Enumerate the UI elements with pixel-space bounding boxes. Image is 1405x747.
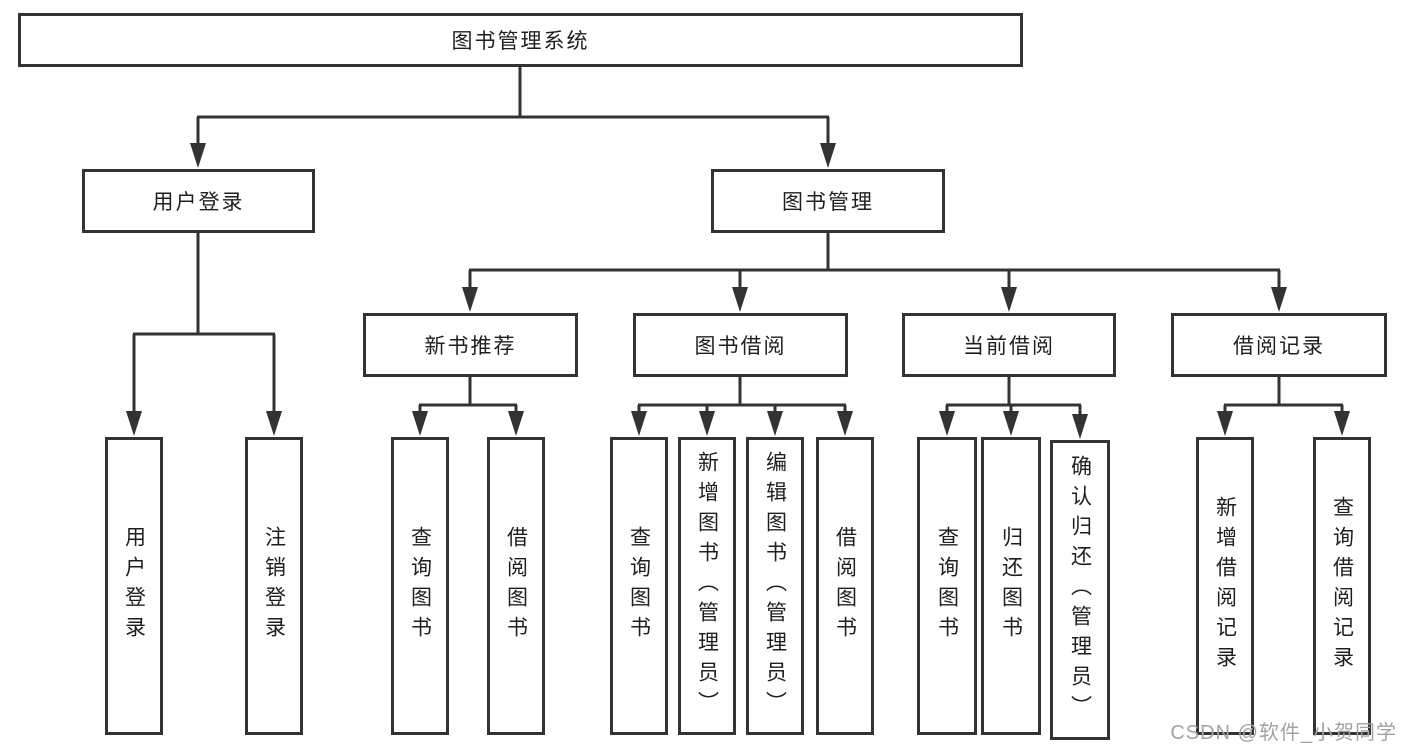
leaf-query-books-2: 查询图书 xyxy=(610,437,668,735)
leaf-confirm-return-admin: 确认归还（管理员） xyxy=(1050,440,1110,740)
arrow-down-icon xyxy=(1217,411,1233,436)
arrow-down-icon xyxy=(837,411,853,436)
connector-book-management xyxy=(468,233,1281,290)
arrow-down-icon xyxy=(1334,411,1350,436)
node-new-book-recommend: 新书推荐 xyxy=(363,313,578,377)
arrow-down-icon xyxy=(508,411,524,436)
leaf-logout: 注销登录 xyxy=(245,437,303,735)
connector-user-login xyxy=(132,233,276,414)
leaf-label: 归还图书 xyxy=(999,526,1023,646)
leaf-label: 查询图书 xyxy=(408,526,432,646)
leaf-user-login: 用户登录 xyxy=(105,437,163,735)
leaf-borrow-books-1: 借阅图书 xyxy=(487,437,545,735)
connector-root xyxy=(196,67,830,146)
leaf-query-books-1: 查询图书 xyxy=(391,437,449,735)
arrow-down-icon xyxy=(699,411,715,436)
arrow-down-icon xyxy=(1001,287,1017,312)
leaf-label: 确认归还（管理员） xyxy=(1068,455,1092,725)
leaf-edit-books-admin: 编辑图书（管理员） xyxy=(746,437,804,735)
leaf-query-books-3: 查询图书 xyxy=(917,437,977,735)
connector-book-borrow xyxy=(637,377,847,414)
arrow-down-icon xyxy=(1271,287,1287,312)
arrow-down-icon xyxy=(767,411,783,436)
arrow-down-icon xyxy=(1003,411,1019,436)
node-borrow-records: 借阅记录 xyxy=(1171,313,1387,377)
arrow-down-icon xyxy=(732,287,748,312)
leaf-label: 查询图书 xyxy=(935,526,959,646)
leaf-add-borrow-record: 新增借阅记录 xyxy=(1196,437,1254,735)
node-root: 图书管理系统 xyxy=(18,13,1023,67)
leaf-label: 查询借阅记录 xyxy=(1330,496,1354,676)
leaf-label: 新增借阅记录 xyxy=(1213,496,1237,676)
node-user-login: 用户登录 xyxy=(82,169,315,233)
arrow-down-icon xyxy=(631,411,647,436)
connector-borrow-records xyxy=(1223,377,1344,414)
leaf-add-books-admin: 新增图书（管理员） xyxy=(678,437,736,735)
connector-new-book-recommend xyxy=(418,377,518,414)
leaf-label: 注销登录 xyxy=(262,526,286,646)
arrow-down-icon xyxy=(1072,414,1088,439)
leaf-label: 新增图书（管理员） xyxy=(695,451,719,721)
arrow-down-icon xyxy=(266,411,282,436)
connector-current-borrow xyxy=(945,377,1082,417)
leaf-label: 查询图书 xyxy=(627,526,651,646)
leaf-label: 用户登录 xyxy=(122,526,146,646)
leaf-label: 借阅图书 xyxy=(833,526,857,646)
watermark-text: CSDN @软件_小贺同学 xyxy=(1170,722,1397,744)
arrow-down-icon xyxy=(190,143,206,168)
node-book-management: 图书管理 xyxy=(711,169,945,233)
leaf-return-books: 归还图书 xyxy=(981,437,1041,735)
node-current-borrow: 当前借阅 xyxy=(902,313,1116,377)
node-book-borrow: 图书借阅 xyxy=(633,313,848,377)
leaf-label: 编辑图书（管理员） xyxy=(763,451,787,721)
arrow-down-icon xyxy=(412,411,428,436)
arrow-down-icon xyxy=(820,143,836,168)
arrow-down-icon xyxy=(462,287,478,312)
leaf-borrow-books-2: 借阅图书 xyxy=(816,437,874,735)
arrow-down-icon xyxy=(126,411,142,436)
leaf-query-borrow-record: 查询借阅记录 xyxy=(1313,437,1371,735)
leaf-label: 借阅图书 xyxy=(504,526,528,646)
arrow-down-icon xyxy=(939,411,955,436)
